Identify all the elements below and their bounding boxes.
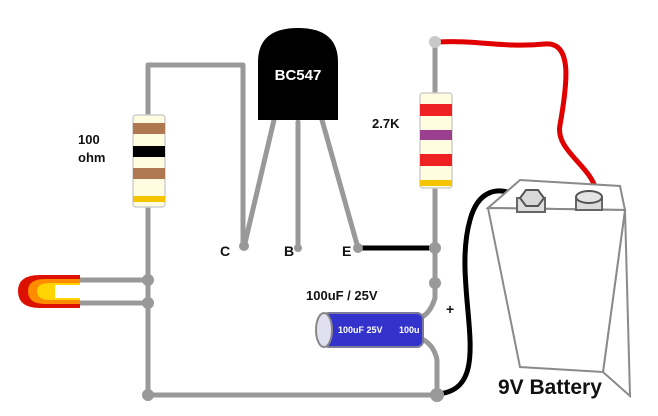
capacitor-polarity-sign: +	[446, 301, 454, 317]
transistor-leg-emitter	[319, 117, 361, 251]
resistor-2-7k-band-4	[420, 180, 452, 186]
resistor-100-band-3	[133, 168, 165, 179]
battery-terminal-negative-nut	[518, 189, 546, 207]
junction-dot-led-top	[142, 274, 154, 286]
pin-label-c: C	[220, 243, 230, 259]
junction-dot-emitter	[353, 243, 363, 253]
transistor-body	[258, 28, 338, 120]
capacitor: 100uF 25V 100u	[315, 312, 424, 348]
resistor-100-body	[132, 114, 166, 208]
led-core	[55, 285, 80, 298]
battery-label: 9V Battery	[498, 376, 602, 399]
gray-wires	[77, 39, 440, 398]
resistor-100-band-1	[133, 123, 165, 134]
capacitor-body-text-1: 100uF 25V	[338, 325, 383, 335]
capacitor-rating: 100uF / 25V	[306, 288, 378, 303]
wire-collector-loop	[145, 62, 246, 246]
wire-cap-negative	[417, 335, 440, 398]
junction-dot-cap-top	[429, 277, 441, 289]
junction-dot-emitter-right	[429, 242, 441, 254]
junction-dots	[142, 36, 444, 402]
junction-dot-led-bottom	[142, 297, 154, 309]
battery	[485, 178, 632, 399]
capacitor-end	[315, 312, 333, 348]
resistor-2-7k-value: 2.7K	[372, 116, 400, 131]
wire-positive	[435, 39, 599, 193]
resistor-100-value: 100	[78, 132, 100, 147]
led	[18, 275, 80, 308]
battery-front-face	[486, 206, 627, 374]
battery-terminal-positive-cap	[575, 190, 603, 204]
transistor-leg-collector	[242, 117, 277, 246]
resistor-2-7k-band-3	[420, 154, 452, 166]
junction-dot-collector	[239, 241, 249, 251]
resistor-100-band-2	[133, 146, 165, 157]
resistor-2-7k-band-1	[420, 104, 452, 116]
transistor-bc547: BC547	[242, 28, 361, 251]
transistor-part-number: BC547	[275, 67, 322, 84]
resistor-100-unit: ohm	[78, 150, 105, 165]
junction-dot-ground-left	[142, 389, 154, 401]
battery-terminal-positive	[575, 190, 603, 211]
resistor-100-band-4	[133, 196, 165, 202]
resistor-100-ohm	[132, 114, 166, 208]
battery-terminal-negative	[516, 189, 546, 213]
transistor-legs	[242, 117, 361, 251]
resistor-2-7k	[419, 92, 453, 189]
pin-label-b: B	[284, 243, 294, 259]
capacitor-body-text-2: 100u	[399, 325, 420, 335]
wire-negative	[434, 188, 523, 397]
battery-top-face	[485, 178, 627, 212]
terminal-dot-top	[429, 36, 441, 48]
junction-dot-base	[294, 244, 302, 252]
pin-label-e: E	[342, 243, 351, 259]
resistor-2-7k-band-2	[420, 130, 452, 140]
junction-dot-ground-right	[430, 388, 444, 402]
